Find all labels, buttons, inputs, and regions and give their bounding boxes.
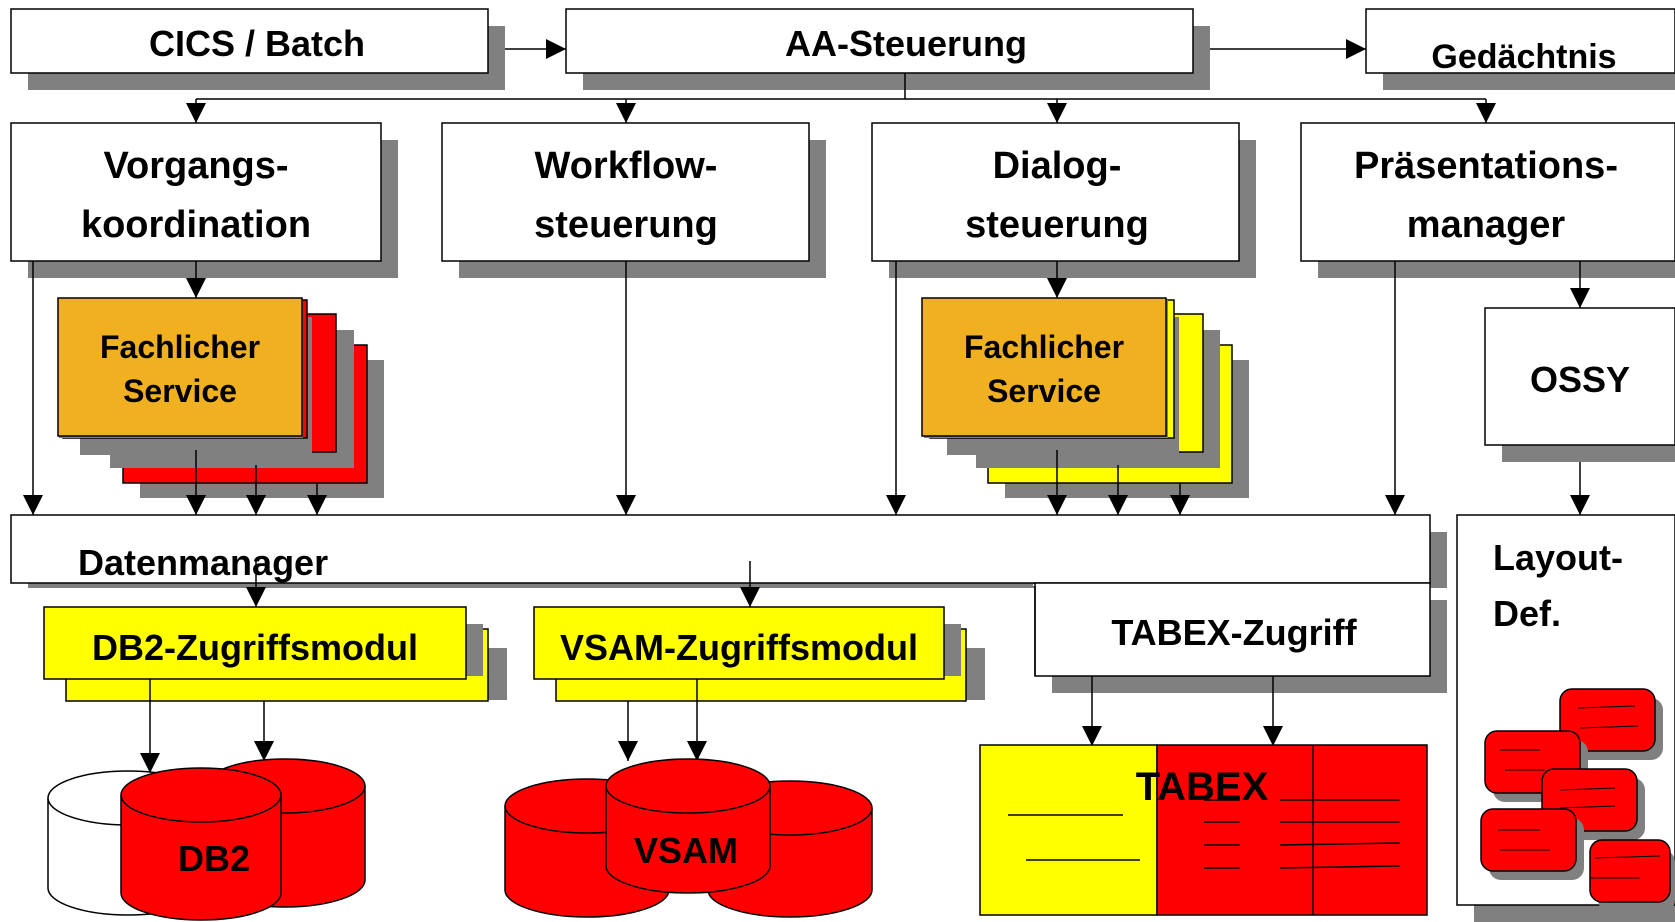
gedaechtnis-box: Gedächtnis — [1365, 8, 1675, 90]
fach2-label-2: Service — [987, 373, 1101, 409]
cics-batch-box: CICS / Batch — [10, 8, 505, 90]
tabex-table: TABEX — [979, 744, 1428, 916]
layout-label-2: Def. — [1493, 593, 1561, 634]
vsam-label: VSAM — [634, 830, 738, 871]
cics-batch-label: CICS / Batch — [149, 23, 365, 64]
db2-label: DB2 — [178, 838, 250, 879]
ossy-label: OSSY — [1530, 359, 1630, 400]
gedaechtnis-label: Gedächtnis — [1431, 38, 1616, 76]
workflow-label-1: Workflow- — [535, 145, 718, 187]
fachlicher-service-stack-left: Fachlicher Service — [57, 297, 384, 498]
vorgangskoordination-box: Vorgangs- koordination — [10, 122, 398, 278]
fach1-label-2: Service — [123, 373, 237, 409]
aa-steuerung-label: AA-Steuerung — [785, 23, 1027, 64]
datenmanager-box: Datenmanager — [10, 514, 1447, 588]
dialogsteuerung-box: Dialog- steuerung — [871, 122, 1256, 278]
tabex-label: TABEX — [1136, 765, 1269, 809]
workflowsteuerung-box: Workflow- steuerung — [441, 122, 826, 278]
vorgang-label-1: Vorgangs- — [103, 145, 288, 187]
praesentationsmanager-box: Präsentations- manager — [1300, 122, 1675, 278]
db2-database: DB2 — [47, 758, 366, 921]
fachlicher-service-stack-right: Fachlicher Service — [921, 297, 1249, 498]
layout-label-1: Layout- — [1493, 537, 1623, 578]
praes-label-2: manager — [1407, 204, 1566, 246]
tabex-zugriff-box: TABEX-Zugriff — [1033, 582, 1447, 693]
db2-modul-label: DB2-Zugriffsmodul — [92, 627, 418, 668]
dialog-label-1: Dialog- — [993, 145, 1122, 187]
vsam-modul-label: VSAM-Zugriffsmodul — [560, 627, 918, 668]
workflow-label-2: steuerung — [534, 204, 718, 246]
aa-steuerung-box: AA-Steuerung — [565, 8, 1210, 90]
vorgang-label-2: koordination — [81, 204, 311, 246]
praes-label-1: Präsentations- — [1354, 145, 1618, 187]
db2-zugriffsmodul-box: DB2-Zugriffsmodul — [43, 606, 507, 702]
layout-document-tiles — [1480, 688, 1675, 912]
tabex-zugriff-label: TABEX-Zugriff — [1111, 612, 1357, 653]
fach2-label-1: Fachlicher — [964, 329, 1124, 365]
ossy-box: OSSY — [1484, 307, 1675, 462]
vsam-zugriffsmodul-box: VSAM-Zugriffsmodul — [533, 606, 985, 702]
datenmanager-label: Datenmanager — [78, 542, 328, 583]
fach1-label-1: Fachlicher — [100, 329, 260, 365]
dialog-label-2: steuerung — [965, 204, 1149, 246]
vsam-database: VSAM — [504, 758, 873, 918]
